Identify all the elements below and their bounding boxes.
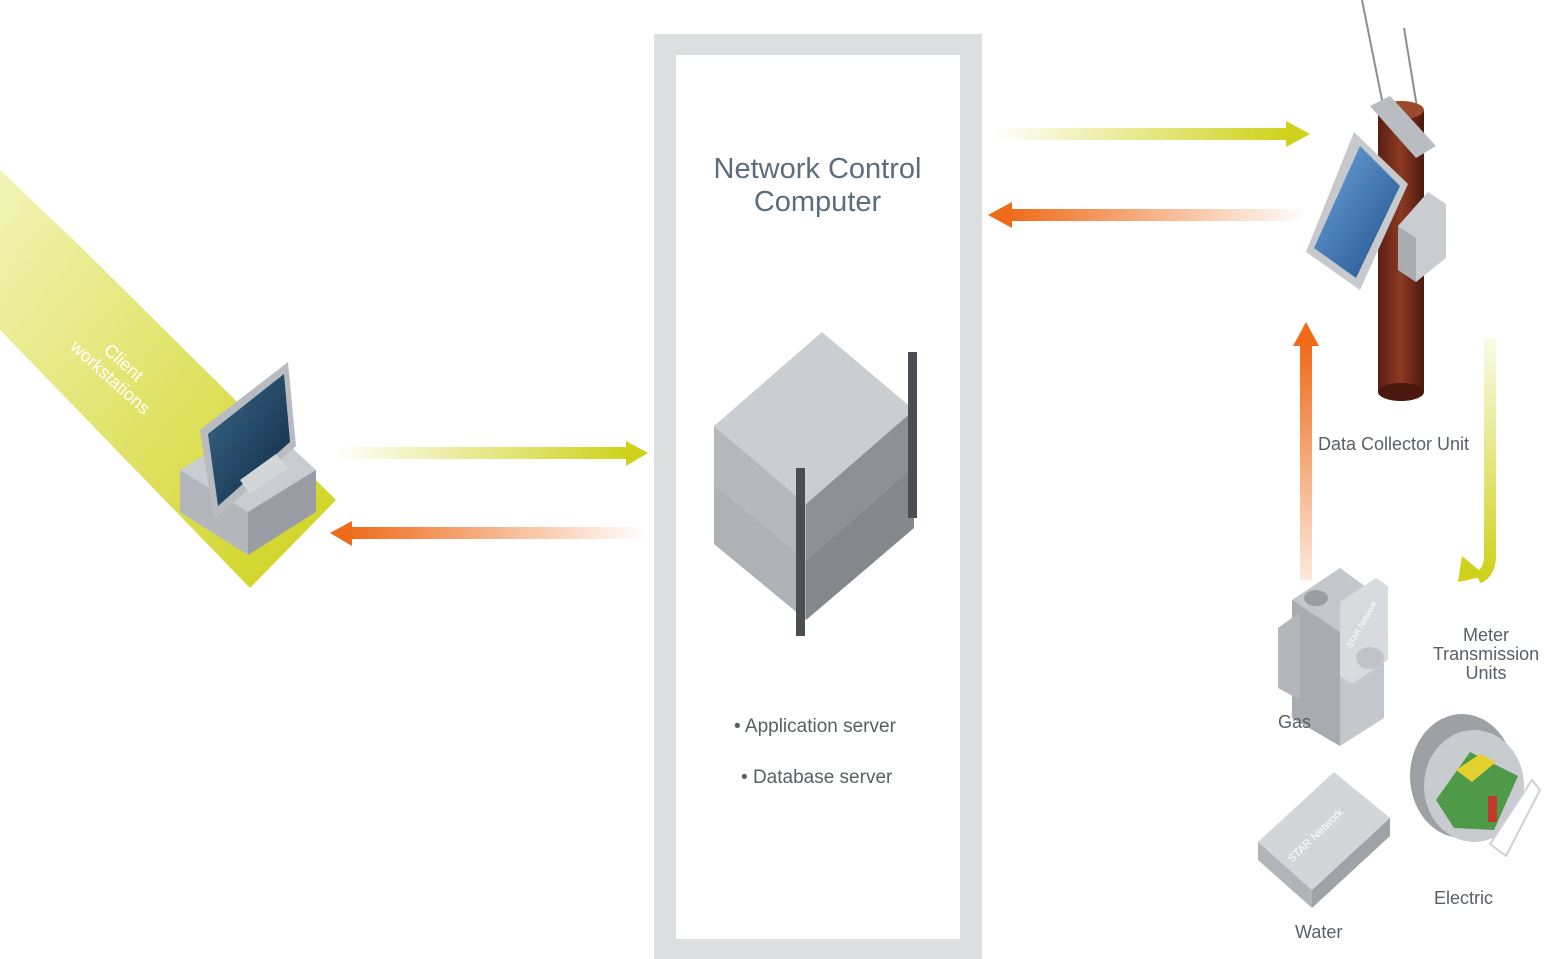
gas-label: Gas [1278,712,1312,732]
mtu-label-line3: Units [1465,663,1507,683]
gas-meter-icon [1278,568,1388,746]
arrow-ncc-to-client [330,521,646,546]
workstation-icon [180,362,316,555]
water-meter-icon [1258,772,1390,908]
water-label: Water [1295,922,1343,942]
collector-box-icon [1398,192,1446,282]
ncc-title: Network Control Computer [680,153,955,219]
bullet-database-server-text: Database server [752,767,893,788]
bullet-application-server: • Application server [734,716,896,737]
arrow-client-to-ncc [332,441,648,466]
arrow-collector-to-meters [1458,338,1496,584]
electric-label: Electric [1434,888,1494,908]
mtu-label-line1: Meter [1462,625,1509,645]
solar-panel-icon [1306,132,1408,290]
electric-meter-icon [1410,714,1542,858]
data-collector-label: Data Collector Unit [1318,434,1470,454]
ncc-title-line2: Computer [753,186,882,218]
bullet-application-server-text: Application server [744,716,896,737]
bullet-database-server: • Database server [741,767,893,788]
mtu-label-line2: Transmission [1432,644,1540,664]
arrow-ncc-to-collector [992,121,1310,147]
arrow-collector-to-ncc [988,202,1308,228]
mtu-label: Meter Transmission Units [1426,626,1546,683]
arrow-meters-to-collector [1293,322,1319,580]
server-icon [714,332,917,636]
ncc-title-line1: Network Control [713,153,922,185]
